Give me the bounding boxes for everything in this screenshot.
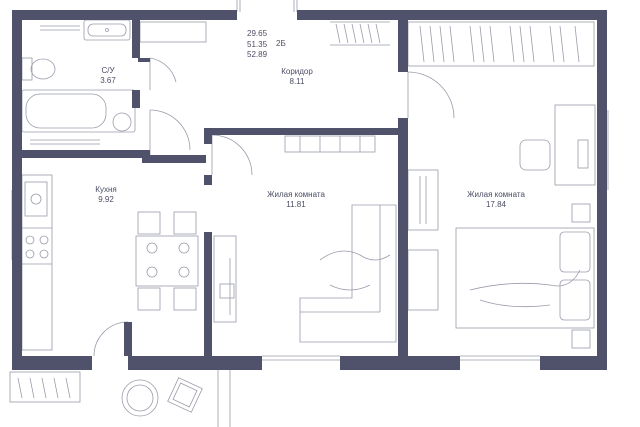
tv-unit-icon	[407, 169, 439, 311]
room-name: Коридор	[281, 67, 313, 76]
dining-table-icon	[135, 211, 199, 311]
room-area: 11.81	[286, 200, 306, 209]
room-area: 3.67	[100, 76, 116, 85]
kitchen-counter-icon	[21, 174, 53, 351]
room-label-kitchen: Кухня 9.92	[86, 185, 126, 205]
room-name: Жилая комната	[467, 190, 525, 199]
room-area: 17.84	[485, 200, 507, 209]
room-name: С/У	[101, 66, 115, 75]
room-label-bathroom: С/У 3.67	[88, 66, 128, 86]
bathtub-icon	[21, 89, 136, 133]
room-label-corridor: Коридор 8.11	[272, 67, 322, 87]
tv-unit-2-icon	[213, 235, 237, 323]
total-area: 52.89	[247, 50, 268, 59]
shelf-icon	[284, 135, 376, 153]
balcony-door	[93, 321, 129, 357]
entrance-door	[236, 0, 298, 12]
bed-icon	[455, 203, 595, 349]
living-room-2-door	[407, 71, 455, 119]
desk-icon	[519, 104, 596, 186]
wardrobe-2-icon	[407, 21, 595, 67]
room-label-living-room-2: Жилая комната 17.84	[456, 190, 536, 210]
balcony-furniture-icon	[9, 371, 203, 417]
room-area: 8.11	[289, 77, 305, 86]
living-room-1-door	[211, 134, 253, 176]
living-area: 29.65	[247, 29, 268, 38]
area-summary: 29.65 51.35 52.89 2Б	[247, 29, 291, 61]
window-icon	[11, 110, 609, 361]
apartment-type: 2Б	[276, 39, 286, 48]
sink-icon	[83, 19, 131, 41]
sofa-icon	[299, 204, 397, 343]
bathroom-door	[149, 57, 177, 90]
walls	[12, 10, 607, 370]
room-label-living-room-1: Жилая комната 11.81	[256, 190, 336, 210]
toilet-icon	[21, 57, 56, 81]
kitchen-door	[149, 109, 191, 155]
total-area-no-balcony: 51.35	[247, 39, 268, 49]
room-area: 9.92	[98, 195, 114, 204]
room-name: Жилая комната	[267, 190, 325, 199]
room-name: Кухня	[95, 185, 117, 194]
